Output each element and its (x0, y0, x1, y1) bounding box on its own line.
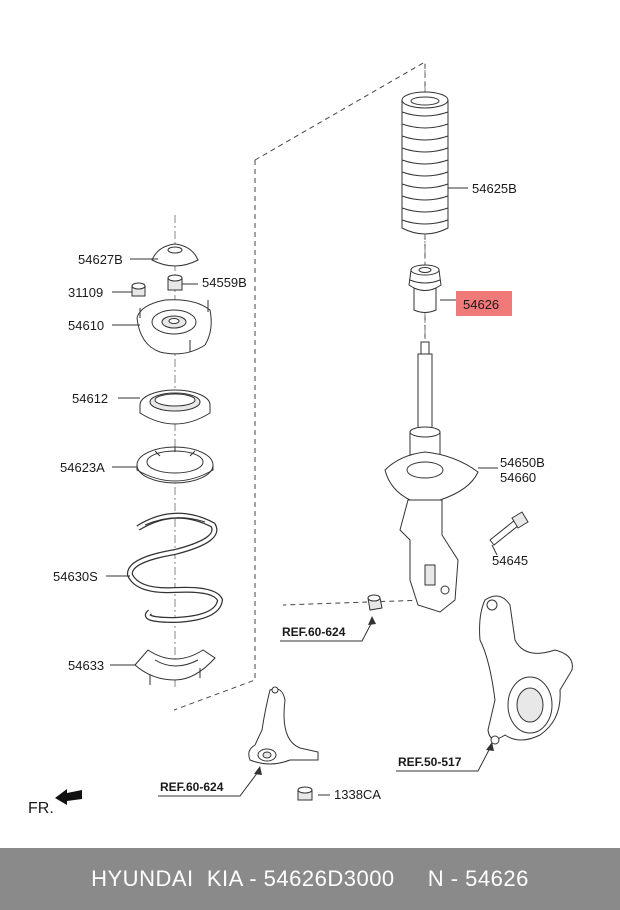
spring-pad-part (136, 446, 214, 484)
insulator-cap-part (151, 243, 199, 267)
label-54612: 54612 (72, 391, 108, 406)
steering-knuckle-part (479, 595, 573, 745)
label-54630S: 54630S (53, 569, 98, 584)
coil-spring-part (127, 512, 224, 624)
flange-nut-part (131, 282, 146, 297)
label-54626: 54626 (463, 297, 499, 312)
label-54633: 54633 (68, 658, 104, 673)
label-54559B: 54559B (202, 275, 247, 290)
ref-label-3: REF.50-517 (398, 755, 462, 769)
stabilizer-nut-part (367, 594, 383, 611)
assembly-frame (173, 61, 426, 711)
ref-callout-1: REF.60-624 (280, 616, 376, 642)
footer-banner: HYUNDAI KIA - 54626D3000 N - 54626 (0, 848, 620, 910)
ref-callout-3: REF.50-517 (396, 742, 494, 772)
label-54645: 54645 (492, 553, 528, 568)
lock-nut-part (167, 274, 183, 291)
centerlines (174, 70, 426, 690)
label-54623A: 54623A (60, 460, 105, 475)
label-54610: 54610 (68, 318, 104, 333)
label-54625B: 54625B (472, 181, 517, 196)
label-54650B: 54650B (500, 455, 545, 470)
label-54627B: 54627B (78, 252, 123, 267)
hex-nut-part (297, 786, 313, 801)
highlight-box (456, 291, 512, 316)
label-1338CA: 1338CA (334, 787, 381, 802)
front-label: FR. (28, 800, 54, 817)
front-arrow-icon (55, 789, 82, 805)
ref-label-2: REF.60-624 (160, 780, 224, 794)
label-31109: 31109 (68, 285, 103, 300)
front-direction-marker: FR. (28, 789, 82, 817)
leader-lines (106, 187, 498, 796)
ref-callout-2: REF.60-624 (158, 766, 262, 797)
footer-brand-part: HYUNDAI KIA - 54626D3000 (91, 866, 395, 891)
dust-boot-part (401, 91, 449, 235)
bump-stopper-part (408, 264, 442, 313)
label-54660: 54660 (500, 470, 536, 485)
strut-assembly-part (384, 341, 479, 613)
strut-bolt-part (489, 511, 529, 546)
strut-bearing-part (139, 389, 211, 425)
strut-mount-part (136, 299, 212, 355)
lower-spring-pad-part (134, 649, 216, 685)
ref-label-1: REF.60-624 (282, 625, 346, 639)
lower-arm-part (248, 686, 319, 765)
footer-part-number: N - 54626 (427, 866, 529, 891)
exploded-parts-diagram: 54625B 54626 54627B 54559B 31109 54610 5… (28, 61, 573, 817)
